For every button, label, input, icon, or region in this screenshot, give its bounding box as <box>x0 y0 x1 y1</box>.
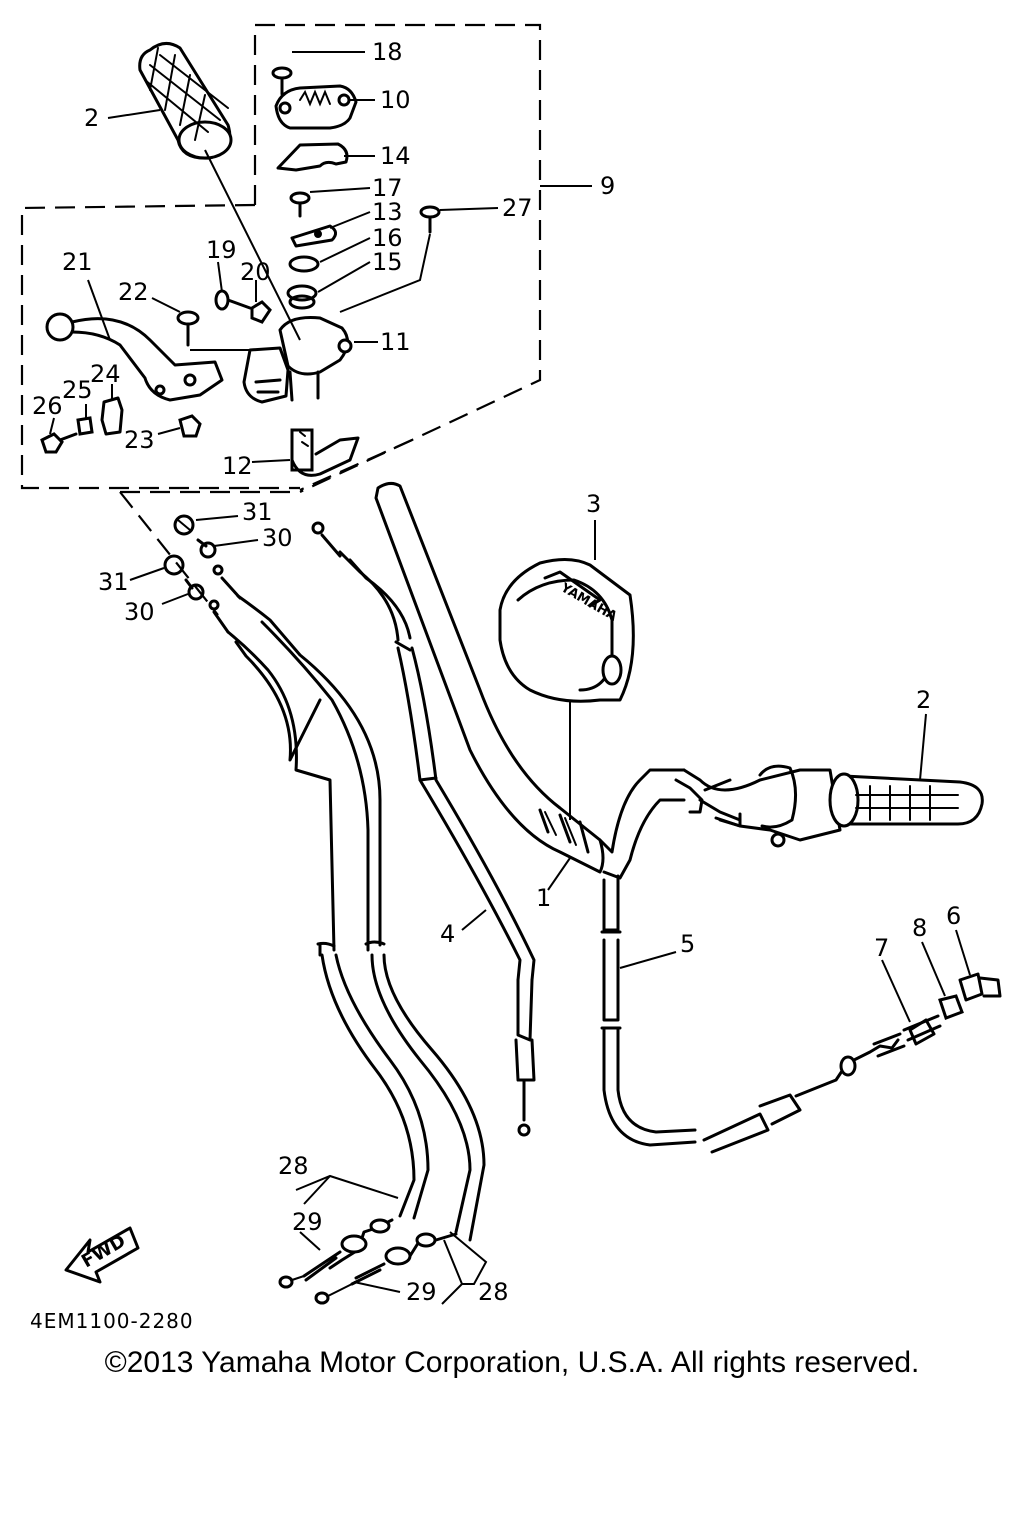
callout-2-right: 2 <box>916 686 931 714</box>
nut-23 <box>178 414 202 438</box>
callout-30-upper: 30 <box>262 524 293 552</box>
callout-9: 9 <box>600 172 615 200</box>
nut-20 <box>250 300 272 324</box>
callout-1: 1 <box>536 884 551 912</box>
callout-27: 27 <box>502 194 533 222</box>
callout-2-left: 2 <box>84 104 99 132</box>
callout-11: 11 <box>380 328 411 356</box>
callout-29-right: 29 <box>406 1278 437 1306</box>
brake-lever-21 <box>45 312 224 402</box>
callout-26: 26 <box>32 392 63 420</box>
throttle-cable-end <box>702 972 1002 1154</box>
throttle-assembly <box>674 764 842 848</box>
brake-housing-11 <box>242 316 353 404</box>
callout-16: 16 <box>372 224 403 252</box>
callout-7: 7 <box>874 934 889 962</box>
callout-15: 15 <box>372 248 403 276</box>
hand-guard-3: YAMAHA <box>498 558 635 820</box>
callout-3: 3 <box>586 490 601 518</box>
nut-31-upper <box>173 514 195 536</box>
plate-13 <box>290 224 337 248</box>
callout-10: 10 <box>380 86 411 114</box>
screw-27 <box>339 205 441 313</box>
cable-end-left <box>278 1218 394 1289</box>
callout-4: 4 <box>440 920 455 948</box>
cap-25 <box>76 416 94 436</box>
grip-alignment-line <box>204 149 301 341</box>
handlebar-1 <box>374 481 686 880</box>
callout-labels: 2 18 10 14 9 17 27 13 16 15 21 19 20 22 … <box>32 38 961 1306</box>
right-grip <box>828 772 984 828</box>
holder-24 <box>100 396 124 436</box>
screw-30-upper <box>196 538 217 559</box>
throttle-cable-5 <box>600 874 697 1147</box>
screw-30-lower <box>184 578 205 601</box>
callout-20: 20 <box>240 258 271 286</box>
bolt-22 <box>176 310 200 347</box>
callout-21: 21 <box>62 248 93 276</box>
bolt-19 <box>214 289 252 311</box>
screw-17 <box>289 191 311 218</box>
callout-18: 18 <box>372 38 403 66</box>
brake-cable-28-pair <box>208 564 486 1242</box>
leader-lines <box>49 51 971 1305</box>
boot-15 <box>286 284 318 310</box>
fwd-arrow: FWD <box>64 1226 140 1284</box>
callout-29-left: 29 <box>292 1208 323 1236</box>
callout-31-lower: 31 <box>98 568 129 596</box>
diagram-code: 4EM1100-2280 <box>30 1309 194 1333</box>
callout-23: 23 <box>124 426 155 454</box>
washer-16 <box>288 255 320 273</box>
copyright-notice: ©2013 Yamaha Motor Corporation, U.S.A. A… <box>104 1346 920 1379</box>
cable-4 <box>311 521 536 1137</box>
callout-14: 14 <box>380 142 411 170</box>
callout-12: 12 <box>222 452 253 480</box>
callout-17: 17 <box>372 174 403 202</box>
callout-25: 25 <box>62 376 93 404</box>
callout-28-left: 28 <box>278 1152 309 1180</box>
callout-5: 5 <box>680 930 695 958</box>
callout-24: 24 <box>90 360 121 388</box>
callout-30-lower: 30 <box>124 598 155 626</box>
callout-13: 13 <box>372 198 403 226</box>
diaphragm-plate-14 <box>276 142 349 172</box>
callout-22: 22 <box>118 278 149 306</box>
nut-31-lower <box>163 554 185 576</box>
master-cylinder-cap-10 <box>274 84 358 130</box>
screw-18 <box>271 66 293 96</box>
callout-19: 19 <box>206 236 237 264</box>
bolt-26 <box>40 432 78 454</box>
callout-31-upper: 31 <box>242 498 273 526</box>
callout-6: 6 <box>946 902 961 930</box>
callout-8: 8 <box>912 914 927 942</box>
switch-12 <box>290 428 360 477</box>
left-grip <box>138 42 233 160</box>
callout-28-right: 28 <box>478 1278 509 1306</box>
